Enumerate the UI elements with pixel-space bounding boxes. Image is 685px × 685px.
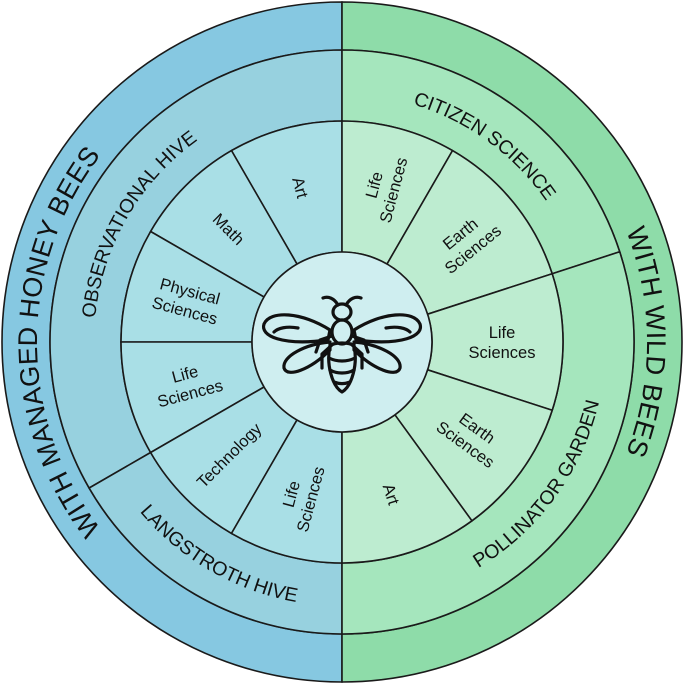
inner-ring [120,120,564,564]
center-disc [251,251,433,433]
inner-label-0-art: Art [288,175,311,200]
bee-icon [261,295,423,394]
inner-label-10-art: Art [379,482,403,508]
